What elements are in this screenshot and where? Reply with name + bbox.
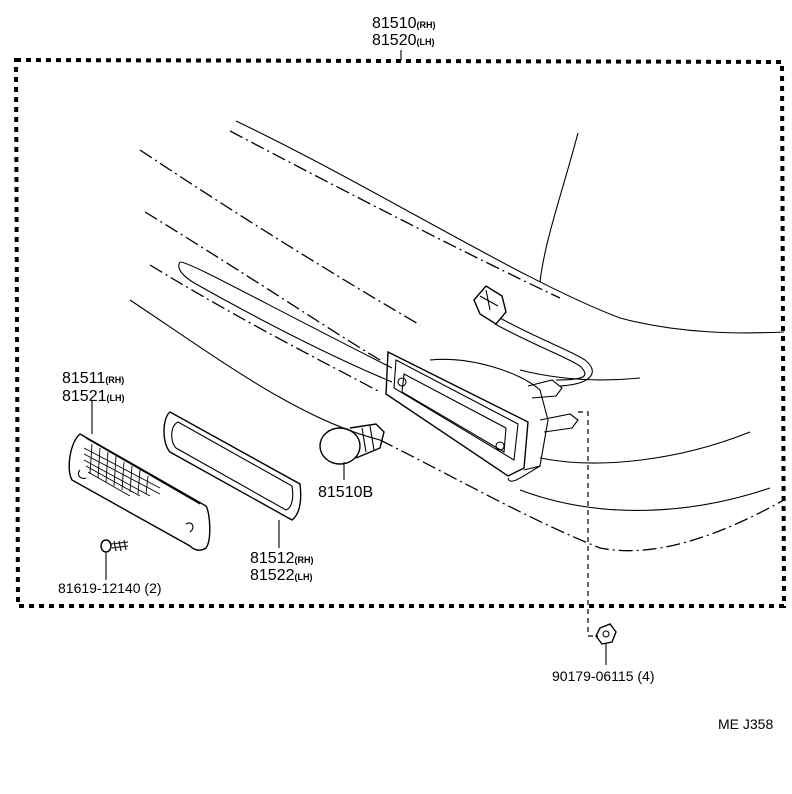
lens-lh-number: 81521: [62, 388, 107, 405]
svg-text:81511(RH): 81511(RH): [62, 370, 124, 387]
gasket-rh-suffix: (RH): [295, 555, 314, 565]
wiring-connector: [473, 285, 507, 325]
assembly-boundary-frame: [13, 57, 787, 608]
svg-text:81512(RH): 81512(RH): [250, 550, 314, 567]
bulb-label: 81510B: [318, 484, 373, 501]
socket-bulb-holder: [527, 379, 563, 399]
assembly-rh-suffix: (RH): [417, 20, 436, 30]
gasket-lh-number: 81522: [250, 567, 295, 584]
svg-text:81520(LH): 81520(LH): [372, 32, 435, 49]
screw-label: 81619-12140 (2): [58, 580, 162, 596]
assembly-lh-number: 81520: [372, 32, 417, 49]
lens-lh-suffix: (LH): [107, 393, 125, 403]
nut-part: [595, 623, 617, 645]
gasket-lh-suffix: (LH): [295, 572, 313, 582]
lens-rh-suffix: (RH): [105, 375, 124, 385]
assembly-lh-suffix: (LH): [417, 37, 435, 47]
nut-label: 90179-06115 (4): [552, 668, 654, 684]
screw-part: [100, 539, 129, 553]
wiring-harness: [494, 317, 593, 387]
assembly-rh-number: 81510: [372, 15, 417, 32]
lens-texture-pattern: [83, 443, 161, 497]
svg-text:81521(LH): 81521(LH): [62, 388, 125, 405]
nut-leader-line: [578, 411, 598, 637]
assembly-label: 81510(RH) 81520(LH): [372, 15, 436, 49]
svg-text:81510(RH): 81510(RH): [372, 15, 436, 32]
lens-rh-number: 81511: [62, 370, 105, 387]
diagram-code: ME J358: [718, 716, 773, 732]
lamp-housing: [385, 350, 579, 482]
gasket-part: [163, 411, 302, 521]
lens-label: 81511(RH) 81521(LH): [62, 370, 125, 405]
svg-text:81522(LH): 81522(LH): [250, 567, 313, 584]
bulb-part: [319, 423, 385, 465]
vehicle-body-outline: [129, 120, 785, 552]
gasket-rh-number: 81512: [250, 550, 295, 567]
gasket-label: 81512(RH) 81522(LH): [250, 550, 314, 584]
lens-part: [68, 433, 211, 551]
